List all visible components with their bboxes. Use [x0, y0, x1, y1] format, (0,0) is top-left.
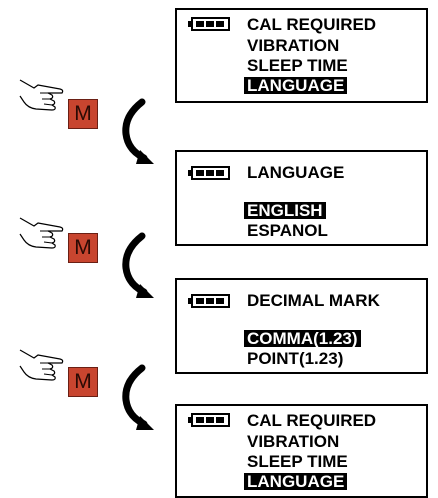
battery-icon [188, 17, 230, 31]
display-panel-menu: CAL REQUIRED VIBRATION SLEEP TIME LANGUA… [175, 8, 428, 103]
menu-item-language: LANGUAGE [244, 77, 348, 94]
menu-item-vibration: VIBRATION [247, 432, 340, 451]
display-panel-decimal-mark: DECIMAL MARK COMMA(1.23) POINT(1.23) [175, 278, 428, 374]
battery-icon [188, 166, 230, 180]
option-english: ENGLISH [244, 202, 326, 219]
battery-icon [188, 294, 230, 308]
option-espanol: ESPANOL [247, 221, 328, 240]
menu-item-sleep-time: SLEEP TIME [247, 452, 348, 471]
pointing-hand-icon [19, 349, 64, 381]
pointing-hand-icon [19, 217, 64, 249]
battery-icon [188, 413, 230, 427]
menu-item-sleep-time: SLEEP TIME [247, 56, 348, 75]
m-button[interactable]: M [68, 99, 98, 129]
curved-arrow-icon [122, 98, 154, 164]
option-point: POINT(1.23) [247, 349, 344, 368]
curved-arrow-icon [122, 364, 154, 430]
menu-item-cal-required: CAL REQUIRED [247, 15, 377, 34]
menu-item-cal-required: CAL REQUIRED [247, 411, 377, 430]
decimal-mark-title: DECIMAL MARK [247, 291, 380, 310]
display-panel-language: LANGUAGE ENGLISH ESPANOL [175, 150, 428, 246]
curved-arrow-icon [122, 232, 154, 298]
menu-item-language: LANGUAGE [244, 473, 348, 490]
menu-item-vibration: VIBRATION [247, 36, 340, 55]
pointing-hand-icon [19, 79, 64, 111]
m-button[interactable]: M [68, 367, 98, 397]
m-button[interactable]: M [68, 233, 98, 263]
language-title: LANGUAGE [247, 163, 345, 182]
option-comma: COMMA(1.23) [244, 330, 361, 347]
display-panel-menu-return: CAL REQUIRED VIBRATION SLEEP TIME LANGUA… [175, 404, 428, 498]
